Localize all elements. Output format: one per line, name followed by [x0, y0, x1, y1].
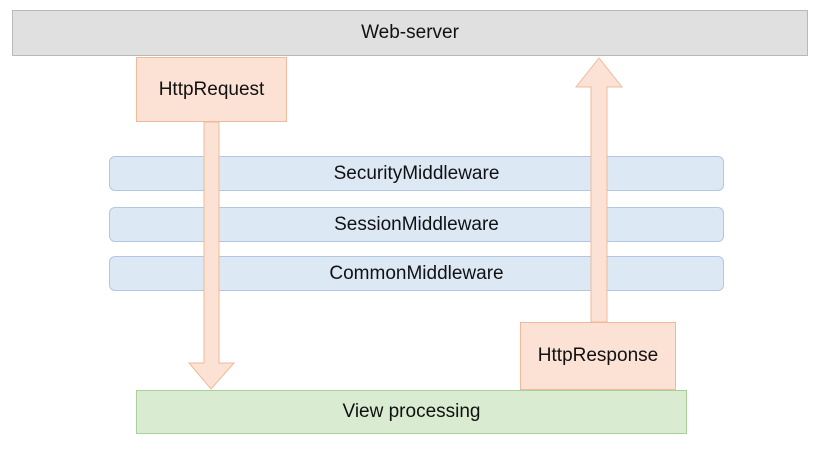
security-middleware-label: SecurityMiddleware: [333, 162, 500, 184]
http-request-box: HttpRequest: [136, 57, 287, 122]
http-response-box: HttpResponse: [520, 322, 676, 390]
web-server-box: Web-server: [12, 10, 808, 56]
http-request-label: HttpRequest: [158, 78, 265, 100]
common-middleware-label: CommonMiddleware: [329, 262, 504, 284]
http-response-label: HttpResponse: [537, 345, 659, 366]
session-middleware-label: SessionMiddleware: [334, 213, 499, 235]
view-processing-box: View processing: [136, 390, 687, 434]
response-up-arrow: [574, 57, 624, 323]
web-server-label: Web-server: [361, 22, 459, 43]
request-down-arrow: [187, 121, 236, 390]
view-processing-label: View processing: [342, 401, 481, 422]
